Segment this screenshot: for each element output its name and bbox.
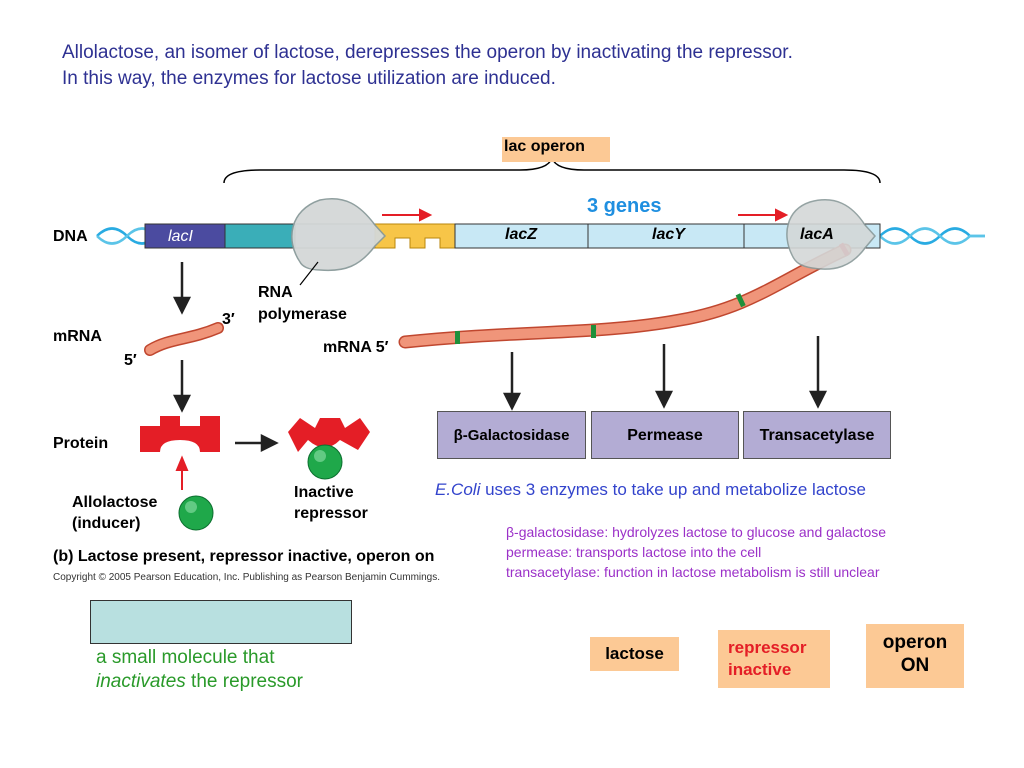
- copyright: Copyright © 2005 Pearson Education, Inc.…: [53, 572, 441, 583]
- laca-to-enzyme-arrow: [808, 336, 828, 409]
- five-prime-label: 5′: [124, 352, 137, 369]
- lacy-to-enzyme-arrow: [654, 344, 674, 409]
- lacy-label: lacY: [652, 226, 685, 243]
- function-permease: permease: transports lactose into the ce…: [506, 544, 762, 560]
- rna-polymerase-2: [786, 199, 876, 270]
- mrna-right-label: mRNA 5′: [323, 339, 389, 356]
- mrna-to-protein-arrow: [172, 360, 192, 413]
- enzyme-functions: β-galactosidase: hydrolyzes lactose to g…: [506, 522, 886, 582]
- lac-operon-label: lac operon: [502, 137, 610, 162]
- intro-text: Allolactose, an isomer of lactose, derep…: [62, 40, 1002, 92]
- inducer-arrow: [175, 455, 189, 490]
- summary-operon-on: operon ON: [866, 624, 964, 688]
- laci-to-mrna-arrow: [172, 262, 192, 315]
- summary-lactose: lactose: [590, 637, 679, 671]
- transcription-arrow-1: [382, 208, 433, 222]
- allolactose-label: Allolactose (inducer): [72, 494, 158, 532]
- answer-box[interactable]: [90, 600, 352, 644]
- intro-line-1: Allolactose, an isomer of lactose, derep…: [62, 42, 793, 63]
- ecoli-note-text: uses 3 enzymes to take up and metabolize…: [480, 480, 866, 499]
- laca-label: lacA: [800, 226, 834, 243]
- transcription-arrow-2: [738, 208, 789, 222]
- intro-line-2: In this way, the enzymes for lactose uti…: [62, 68, 556, 89]
- repressor-protein: [140, 416, 220, 452]
- summary-repressor-inactive: repressor inactive: [718, 630, 830, 688]
- caption-part: (b): [53, 548, 74, 565]
- caption-text: Lactose present, repressor inactive, ope…: [73, 548, 435, 565]
- mrna-left-label: mRNA: [53, 328, 102, 345]
- inactive-repressor-label: Inactive repressor: [294, 484, 368, 522]
- lacz-to-enzyme-arrow: [502, 352, 522, 411]
- protein-label: Protein: [53, 435, 109, 452]
- allolactose-molecule: [178, 495, 214, 531]
- lacz-label: lacZ: [505, 226, 538, 243]
- function-transacetylase: transacetylase: function in lactose meta…: [506, 564, 880, 580]
- function-beta-galactosidase: β-galactosidase: hydrolyzes lactose to g…: [506, 524, 887, 540]
- laci-label: lacI: [168, 228, 193, 245]
- inactive-repressor: [288, 418, 370, 452]
- figure-caption: (b) Lactose present, repressor inactive,…: [53, 548, 434, 566]
- dna-label: DNA: [53, 228, 88, 245]
- three-prime-label: 3′: [222, 311, 235, 328]
- answer-note: a small molecule that inactivates the re…: [96, 647, 304, 692]
- rna-polymerase-label: RNA polymerase: [258, 284, 347, 323]
- genes-count-label: 3 genes: [587, 195, 662, 217]
- laci-gene: [144, 223, 226, 249]
- answer-emphasis: inactivates: [96, 671, 186, 692]
- ecoli-note: E.Coli uses 3 enzymes to take up and met…: [435, 480, 866, 500]
- operator-region: [374, 223, 456, 249]
- enzyme-permease: Permease: [591, 411, 739, 459]
- enzyme-beta-galactosidase: β-Galactosidase: [437, 411, 586, 459]
- ecoli-species: E.Coli: [435, 480, 481, 499]
- promoter-region: [224, 223, 296, 249]
- bound-allolactose: [307, 444, 343, 480]
- enzyme-transacetylase: Transacetylase: [743, 411, 891, 459]
- protein-to-inactive-arrow: [235, 433, 279, 453]
- dna-helix-right: [879, 227, 985, 245]
- lacz-gene: [454, 223, 589, 249]
- rna-polymerase-1: [291, 198, 387, 272]
- lacy-gene: [587, 223, 745, 249]
